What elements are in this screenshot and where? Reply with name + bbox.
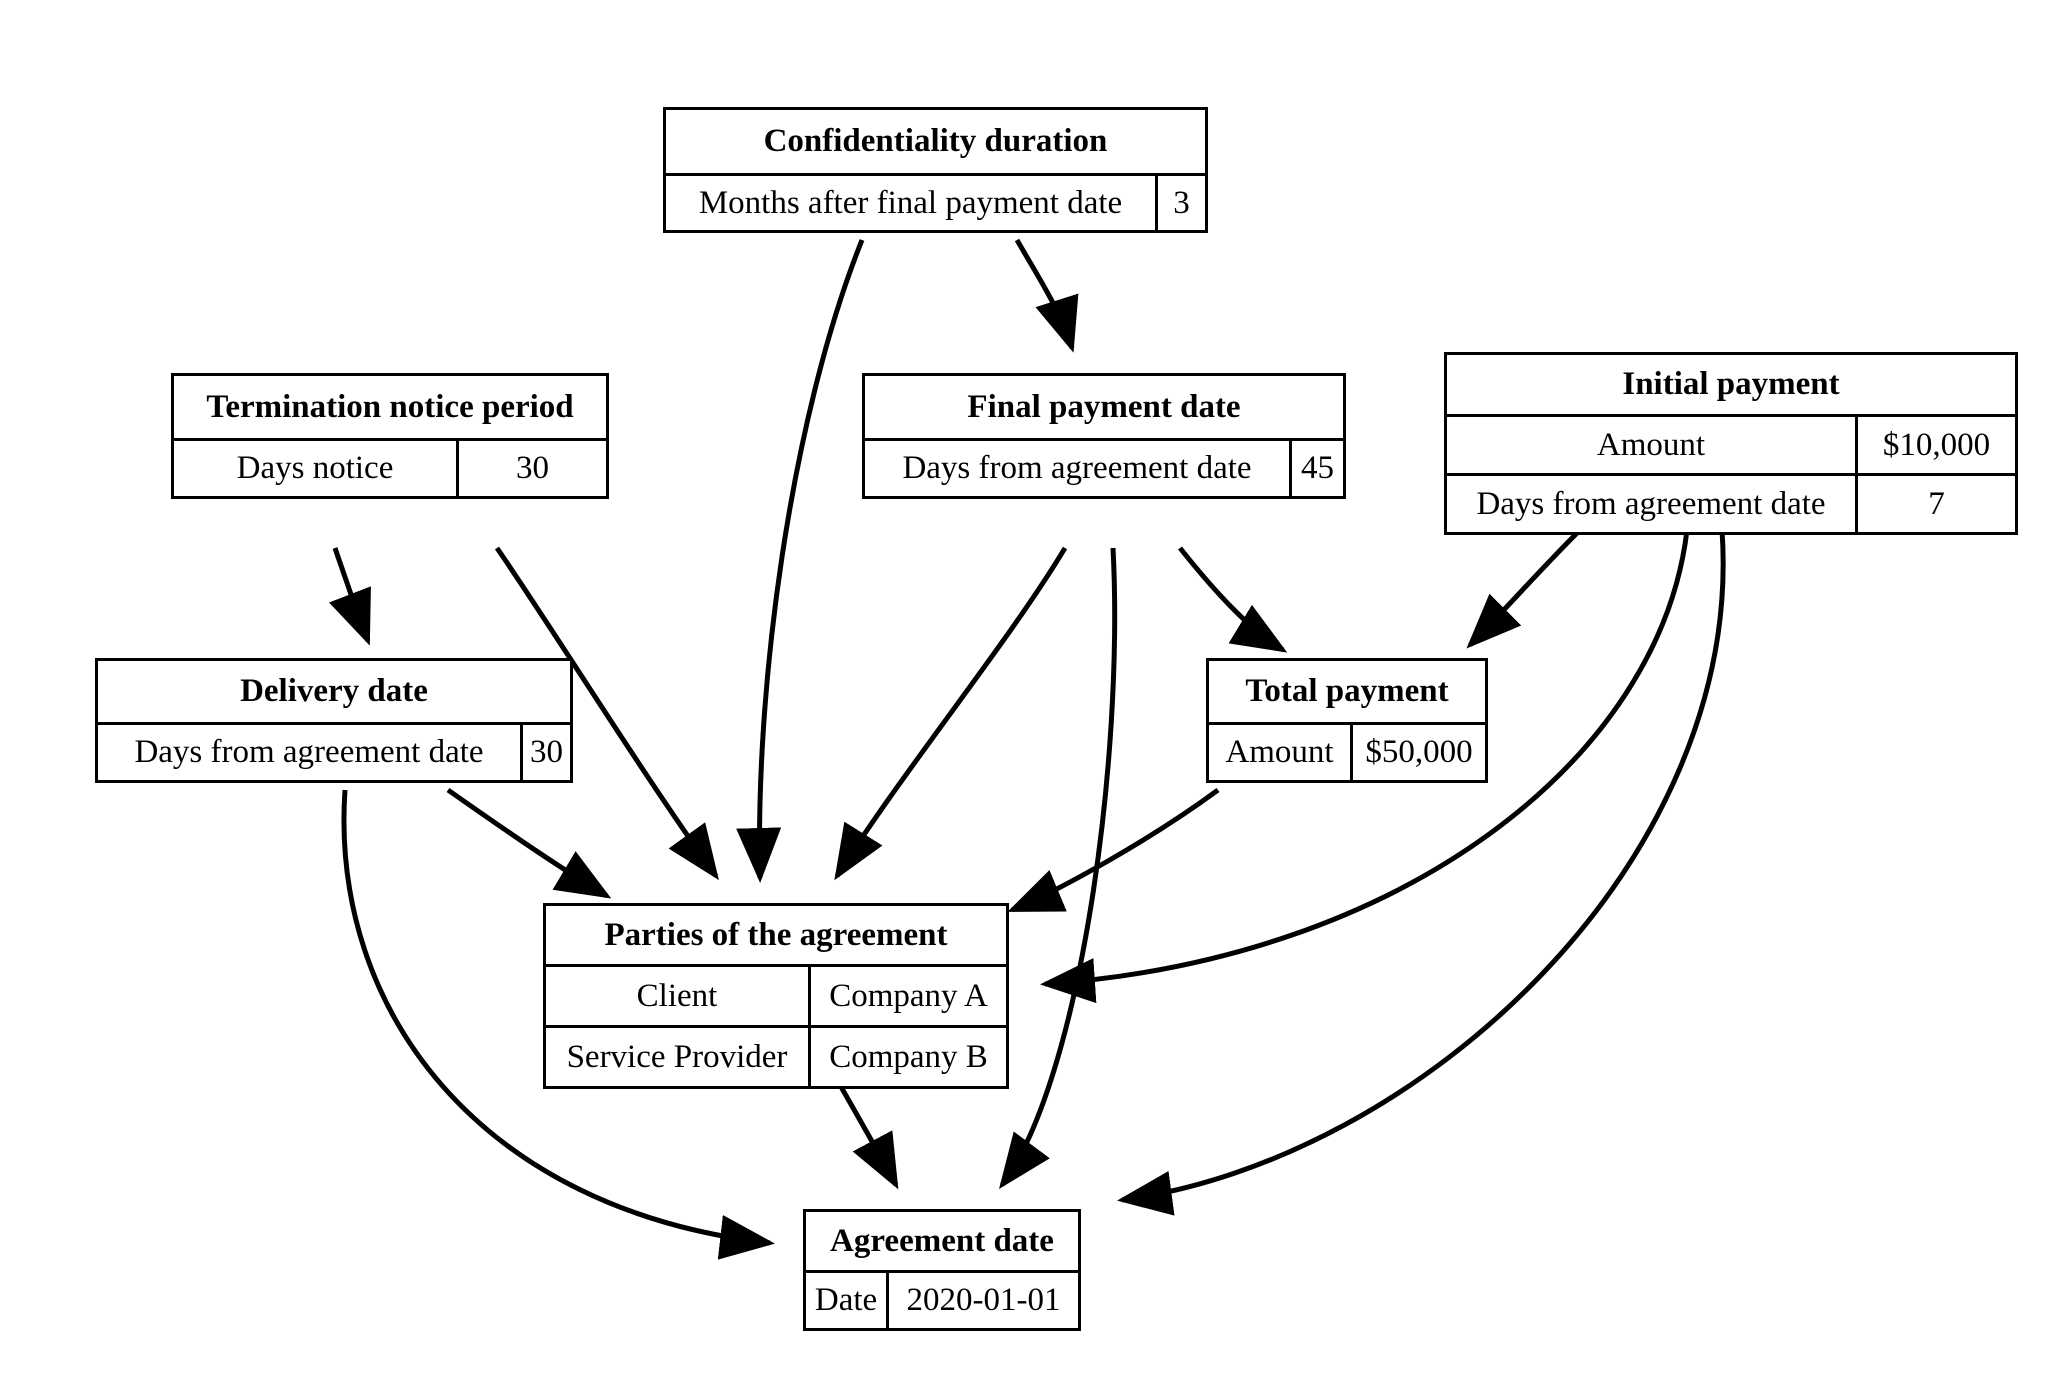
node-agreement-date[interactable]: Agreement date Date 2020-01-01 <box>803 1209 1081 1331</box>
row-value: 7 <box>1928 485 1945 522</box>
edge-initial-payment-to-total-payment <box>1466 528 1582 649</box>
node-row: Months after final payment date 3 <box>666 173 1205 230</box>
edge-total-payment-to-parties <box>1007 787 1220 913</box>
row-value: 3 <box>1173 184 1190 221</box>
row-value: 30 <box>516 450 549 486</box>
row-key: Date <box>806 1273 889 1328</box>
node-title: Agreement date <box>830 1222 1054 1259</box>
row-key: Days from agreement date <box>98 725 523 780</box>
row-value: 2020-01-01 <box>906 1282 1061 1318</box>
edge-termination-to-delivery <box>328 547 371 646</box>
edge-initial-payment-to-agreement-date <box>1117 529 1726 1216</box>
node-row: Service Provider Company B <box>546 1025 1006 1086</box>
edge-delivery-to-parties <box>446 787 612 899</box>
edge-final-payment-to-parties <box>834 546 1068 881</box>
node-row: Amount $50,000 <box>1209 722 1485 780</box>
row-key: Days from agreement date <box>865 441 1292 496</box>
row-value: $50,000 <box>1365 734 1473 770</box>
row-value: Company A <box>829 977 988 1014</box>
node-title: Initial payment <box>1622 366 1840 402</box>
row-value: 30 <box>530 734 563 770</box>
node-total-payment[interactable]: Total payment Amount $50,000 <box>1206 658 1488 783</box>
node-initial-payment[interactable]: Initial payment Amount $10,000 Days from… <box>1444 352 2018 535</box>
node-title: Parties of the agreement <box>604 916 948 953</box>
node-title: Termination notice period <box>206 388 574 425</box>
edge-final-payment-to-total-payment <box>1178 546 1288 653</box>
node-row: Days from agreement date 30 <box>98 722 570 780</box>
node-row: Client Company A <box>546 964 1006 1025</box>
row-key: Days from agreement date <box>1447 476 1858 532</box>
node-termination-notice-period[interactable]: Termination notice period Days notice 30 <box>171 373 609 499</box>
node-confidentiality-duration[interactable]: Confidentiality duration Months after fi… <box>663 107 1208 233</box>
row-value: 45 <box>1301 450 1334 486</box>
row-key: Amount <box>1209 725 1353 780</box>
row-key: Amount <box>1447 417 1858 473</box>
node-title: Confidentiality duration <box>763 123 1108 159</box>
edge-parties-to-agreement-date <box>837 1083 899 1190</box>
edge-confidentiality-to-final-payment <box>1014 238 1079 353</box>
row-key: Days notice <box>174 441 459 496</box>
node-title: Total payment <box>1245 673 1449 709</box>
node-title: Final payment date <box>967 388 1241 425</box>
node-final-payment-date[interactable]: Final payment date Days from agreement d… <box>862 373 1346 499</box>
node-row: Days from agreement date 7 <box>1447 473 2015 532</box>
edge-final-payment-to-agreement-date <box>999 547 1118 1190</box>
node-row: Amount $10,000 <box>1447 414 2015 473</box>
edge-confidentiality-to-parties <box>736 239 865 883</box>
row-key: Service Provider <box>546 1028 811 1086</box>
row-key: Client <box>546 967 811 1025</box>
row-value: $10,000 <box>1882 426 1991 463</box>
row-key: Months after final payment date <box>666 176 1158 230</box>
node-row: Days from agreement date 45 <box>865 438 1343 496</box>
node-title: Delivery date <box>240 673 428 709</box>
node-row: Days notice 30 <box>174 438 606 496</box>
node-parties-of-the-agreement[interactable]: Parties of the agreement Client Company … <box>543 903 1009 1089</box>
node-delivery-date[interactable]: Delivery date Days from agreement date 3… <box>95 658 573 783</box>
row-value: Company B <box>829 1038 988 1075</box>
node-row: Date 2020-01-01 <box>806 1270 1078 1328</box>
